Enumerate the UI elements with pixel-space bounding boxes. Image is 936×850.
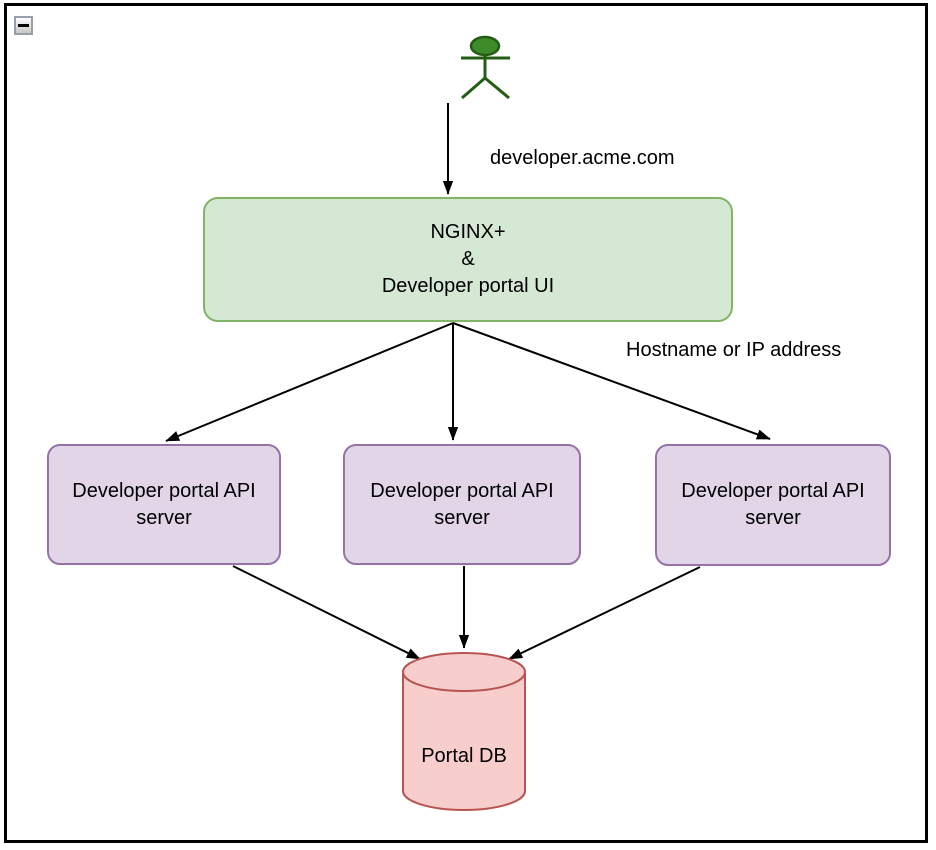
database-label: Portal DB — [421, 745, 507, 767]
gateway-node[interactable]: NGINX+ & Developer portal UI — [203, 197, 733, 322]
api-server-node-2[interactable]: Developer portal API server — [343, 444, 581, 565]
api-server-label: Developer portal API server — [681, 480, 865, 529]
domain-label: developer.acme.com — [490, 147, 675, 169]
api-server-label: Developer portal API server — [370, 479, 554, 529]
diagram-canvas — [4, 3, 928, 843]
api-server-label: Developer portal API server — [72, 479, 256, 529]
api-server-node-1[interactable]: Developer portal API server — [47, 444, 281, 565]
gateway-label: NGINX+ & Developer portal UI — [381, 221, 555, 297]
routing-label: Hostname or IP address — [626, 339, 842, 361]
collapse-button[interactable] — [14, 16, 33, 35]
minus-icon — [18, 24, 29, 27]
api-server-node-3[interactable]: Developer portal API server — [655, 444, 891, 566]
